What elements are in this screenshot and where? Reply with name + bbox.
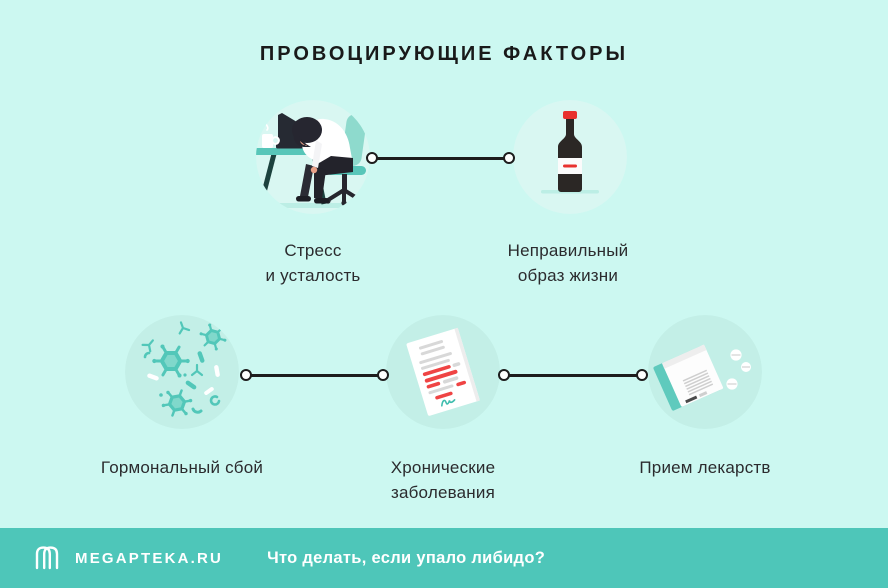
medicine-box-pills-icon — [648, 315, 762, 429]
connector-dot — [498, 369, 510, 381]
factor-label-medication: Прием лекарств — [639, 455, 770, 480]
factor-circle-lifestyle — [513, 100, 627, 214]
connector-dot — [503, 152, 515, 164]
connector-dot — [366, 152, 378, 164]
connector-dot — [377, 369, 389, 381]
connector-line-top — [372, 157, 509, 160]
label-line: Неправильный — [507, 241, 629, 260]
label-line: и усталость — [265, 266, 361, 285]
factor-label-lifestyle: Неправильный образ жизни — [508, 238, 629, 288]
alcohol-bottle-icon — [513, 100, 627, 214]
factor-circle-chronic — [386, 315, 500, 429]
factor-circle-medication — [648, 315, 762, 429]
label-line: Хронические — [390, 458, 496, 477]
viruses-bacteria-icon — [125, 315, 239, 429]
factor-label-chronic: Хронические заболевания — [391, 455, 496, 505]
connector-line-bottom-right — [504, 374, 642, 377]
factor-circle-stress — [256, 100, 370, 214]
tired-person-at-desk-icon — [256, 100, 370, 214]
medical-report-icon — [386, 315, 500, 429]
footer-bar: MEGAPTEKA.RU Что делать, если упало либи… — [0, 528, 888, 588]
connector-line-bottom-left — [246, 374, 383, 377]
label-line: Прием лекарств — [639, 458, 771, 477]
brand-name: MEGAPTEKA.RU — [75, 549, 224, 567]
label-line: Гормональный сбой — [100, 458, 264, 477]
page-title: ПРОВОЦИРУЮЩИЕ ФАКТОРЫ — [259, 43, 629, 65]
footer-question: Что делать, если упало либидо? — [267, 548, 546, 567]
connector-dot — [240, 369, 252, 381]
factor-label-hormonal: Гормональный сбой — [101, 455, 263, 480]
label-line: заболевания — [390, 483, 496, 502]
factor-circle-hormonal — [125, 315, 239, 429]
factor-label-stress: Стресс и усталость — [266, 238, 361, 288]
label-line: образ жизни — [517, 266, 619, 285]
megapteka-logo-icon — [35, 546, 59, 570]
label-line: Стресс — [284, 241, 342, 260]
connector-dot — [636, 369, 648, 381]
